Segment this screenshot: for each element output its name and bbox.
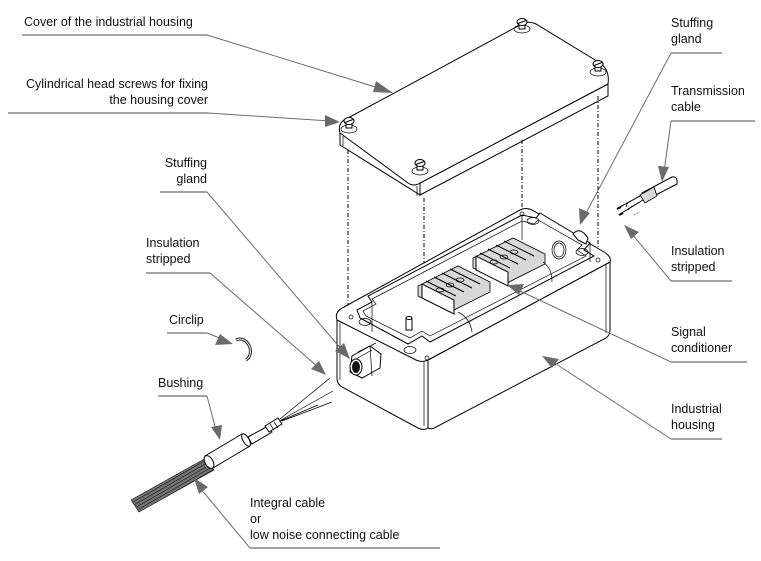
leader-industrial-housing [542,356,722,440]
label-industrial-housing: Industrial housing [671,402,722,432]
label-circlip: Circlip [169,313,204,327]
label-transmission-cable: Transmission cable [671,84,745,114]
cover-screw-icon [414,159,426,171]
stuffing-gland-right-icon [572,230,589,245]
terminal-post [405,316,413,331]
label-integral-cable: Integral cable or low noise connecting c… [250,496,400,542]
leader-cover [22,34,393,93]
circlip-icon [235,337,252,362]
leader-circlip [167,332,233,345]
housing-cover [338,21,609,196]
alignment-lines [347,96,599,358]
terminal-block [417,265,491,333]
label-insulation-stripped-left: Insulation stripped [146,236,200,266]
label-cover: Cover of the industrial housing [24,15,193,29]
leader-insulation-left [146,272,326,375]
leader-gland-right [579,52,722,225]
sensor-cable-icon [130,457,215,513]
label-stuffing-gland-right: Stuffing gland [671,16,714,46]
stripped-wires-left [279,377,334,422]
label-screws: Cylindrical head screws for fixing the h… [25,77,208,107]
label-bushing: Bushing [158,376,204,390]
cover-screw-icon [343,117,355,129]
leader-screws [8,112,340,127]
leader-insulation-right [624,225,732,282]
leader-bushing [158,395,222,440]
terminal-block [472,237,553,287]
cover-screw-icon [516,18,528,30]
label-insulation-stripped-right: Insulation stripped [671,244,725,274]
bushing-icon [203,417,283,469]
transmission-cable-icon [616,176,678,216]
leader-signal-conditioner [507,284,747,363]
label-signal-conditioner: Signal conditioner [671,325,733,355]
leader-transmission [658,120,755,182]
stuffing-gland-left-icon [349,342,382,379]
cover-screw-icon [592,60,604,72]
label-stuffing-gland-left: Stuffing gland [164,156,207,186]
leader-gland-left [160,191,350,359]
housing-body [335,208,611,430]
leader-integral-cable [194,478,440,549]
